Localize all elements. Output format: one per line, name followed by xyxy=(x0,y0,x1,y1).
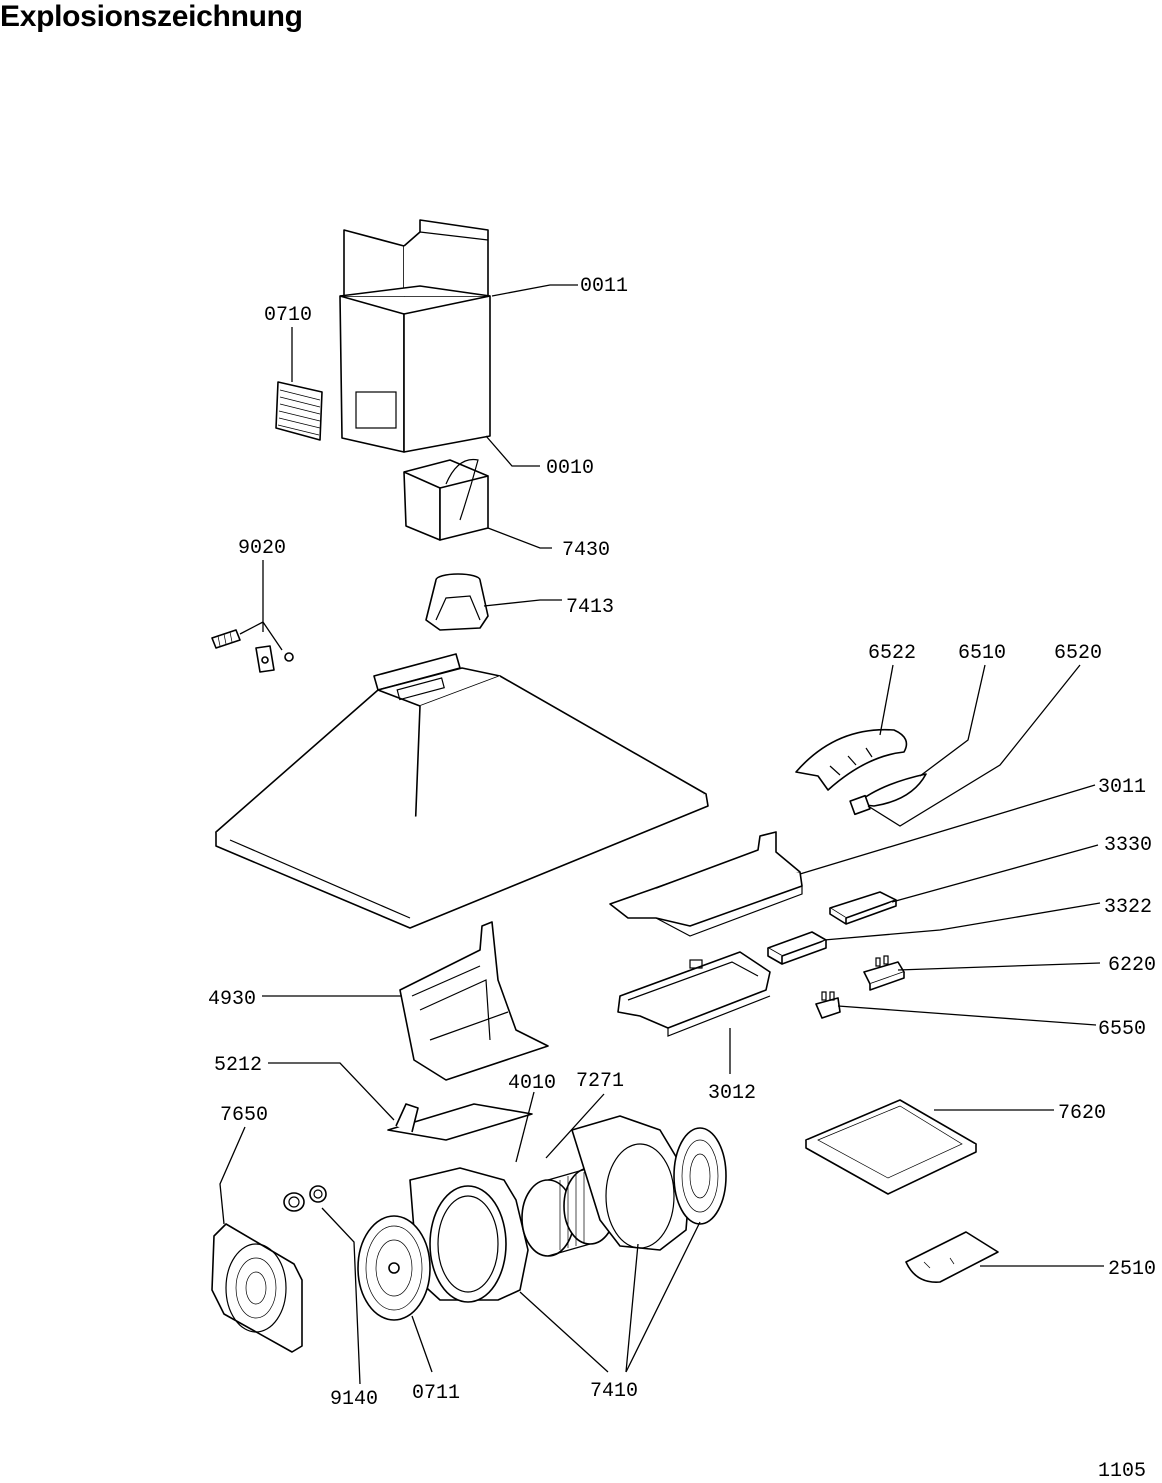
label-7620: 7620 xyxy=(1058,1102,1106,1125)
switch-unit xyxy=(863,955,905,991)
page-title: Explosionszeichnung xyxy=(0,0,303,33)
motor-bracket xyxy=(399,921,549,1081)
label-6520: 6520 xyxy=(1054,642,1102,665)
light-diffuser xyxy=(905,1231,999,1283)
label-6510: 6510 xyxy=(958,642,1006,665)
label-6522: 6522 xyxy=(868,642,916,665)
label-7410: 7410 xyxy=(590,1380,638,1403)
label-4010: 4010 xyxy=(508,1072,556,1095)
label-0010: 0010 xyxy=(546,457,594,480)
label-9020: 9020 xyxy=(238,537,286,560)
hood-canopy xyxy=(215,653,709,929)
label-0011: 0011 xyxy=(580,275,628,298)
chimney-lower-cover xyxy=(339,285,491,453)
chimney-upper-cover xyxy=(343,219,489,297)
label-9140: 9140 xyxy=(330,1388,378,1411)
label-0711: 0711 xyxy=(412,1382,460,1405)
label-7413: 7413 xyxy=(566,596,614,619)
label-5212: 5212 xyxy=(214,1054,262,1077)
switch-panel xyxy=(767,931,827,965)
fan-grille-right xyxy=(673,1127,727,1225)
leader-lines xyxy=(219,284,1104,1385)
label-0710: 0710 xyxy=(264,304,312,327)
label-3322: 3322 xyxy=(1104,896,1152,919)
blower-housing-left xyxy=(409,1167,529,1303)
control-housing-bottom xyxy=(617,951,771,1037)
fixing-kit xyxy=(211,629,294,673)
label-6220: 6220 xyxy=(1108,954,1156,977)
lamp-bulb xyxy=(849,773,927,816)
fan-grille-left xyxy=(357,1215,431,1321)
air-connector xyxy=(403,458,489,541)
label-2510: 2510 xyxy=(1108,1258,1156,1281)
lamp-cover xyxy=(795,728,908,791)
lamp-socket xyxy=(815,991,841,1019)
switch-cover xyxy=(829,891,897,925)
label-3012: 3012 xyxy=(708,1082,756,1105)
mounting-plate xyxy=(387,1103,533,1141)
filter-frame xyxy=(211,1223,303,1353)
outlet-flange xyxy=(425,573,489,631)
blower-housing-right xyxy=(571,1115,691,1251)
page-number: 1105 xyxy=(1098,1460,1146,1483)
label-3011: 3011 xyxy=(1098,776,1146,799)
label-7650: 7650 xyxy=(220,1104,268,1127)
vent-grille xyxy=(275,381,323,441)
label-7430: 7430 xyxy=(562,539,610,562)
carbon-filter xyxy=(805,1099,977,1195)
control-housing-top xyxy=(609,831,803,937)
label-3330: 3330 xyxy=(1104,834,1152,857)
label-4930: 4930 xyxy=(208,988,256,1011)
screw-caps xyxy=(283,1185,327,1212)
label-7271: 7271 xyxy=(576,1070,624,1093)
label-6550: 6550 xyxy=(1098,1018,1146,1041)
